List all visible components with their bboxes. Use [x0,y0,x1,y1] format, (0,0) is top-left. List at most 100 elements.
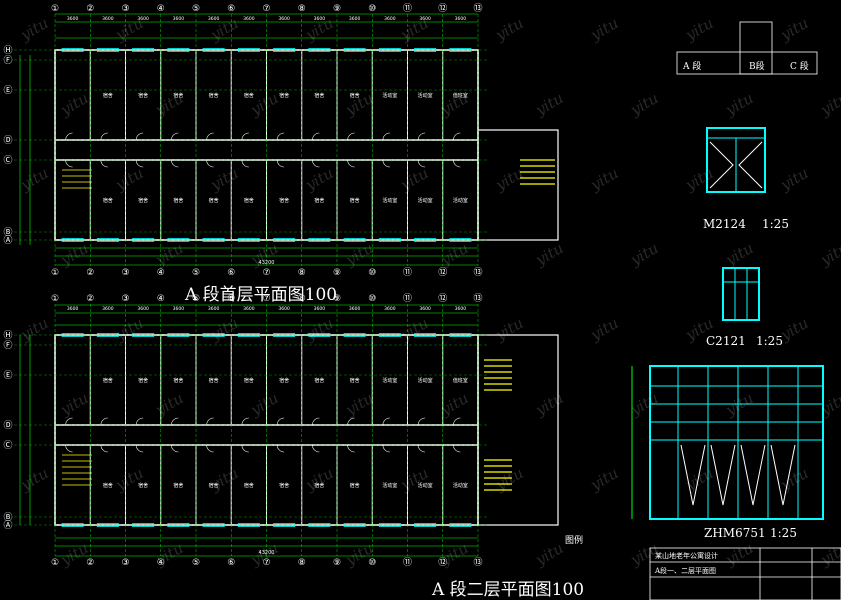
room-label: 活动室 [418,482,433,489]
grid-axis-number: ③ [121,4,129,14]
room-label: 宿舍 [244,482,254,489]
room-label: 活动室 [418,197,433,204]
room-label: 宿舍 [314,92,324,99]
bay-dimension: 3600 [419,16,431,22]
grid-axis-number: ⑬ [473,293,482,304]
door-swing [312,417,320,426]
grid-axis-number: ① [51,4,59,14]
grid-axis-number: ⑪ [403,557,412,568]
bay-dimension: 3600 [208,306,220,312]
grid-axis-number: ③ [121,268,129,278]
grid-axis-letter: Ⓑ [3,512,12,523]
door-swing [100,444,108,453]
grid-axis-letter: Ⓓ [3,135,12,146]
grid-axis-number: ⑨ [333,268,341,278]
room-label: 宿舍 [314,482,324,489]
grid-axis-number: ⑬ [473,267,482,278]
grid-axis-letter: Ⓒ [3,155,12,166]
door-swing [276,417,285,426]
grid-axis-number: ① [51,558,59,568]
key-plan [676,21,818,75]
grid-axis-number: ⑪ [403,3,412,14]
title-block-project: 某山地老年公寓设计 [655,552,718,560]
bay-dimension: 3600 [455,306,467,312]
door-swing [206,444,214,453]
bay-dimension: 3600 [278,16,290,22]
door-swing [135,444,144,453]
door-scale: 1:25 [762,217,789,231]
grid-axis-number: ⑩ [368,268,376,278]
bay-dimension: 3600 [243,306,255,312]
door-swing [347,444,355,453]
room-label: 宿舍 [350,377,360,384]
second-floor-plan [19,304,479,557]
room-label: 活动室 [382,377,397,384]
room-label: 宿舍 [279,197,289,204]
window-opening [61,333,84,337]
legend-title: 图例 [565,536,584,546]
grid-axis-letter: Ⓐ [3,235,12,246]
bay-dimension: 3600 [173,306,185,312]
room-label: 宿舍 [279,92,289,99]
grid-axis-letter: Ⓓ [3,420,12,431]
door-swing [312,132,320,141]
grid-axis-number: ④ [157,4,165,14]
grid-axis-number: ⑤ [192,294,200,304]
grid-axis-number: ⑫ [438,557,447,568]
door-swing [135,159,144,168]
bay-dimension: 3600 [349,306,361,312]
window-opening [167,523,190,527]
room-label: 宿舍 [350,482,360,489]
grid-axis-number: ⑫ [438,293,447,304]
second-floor-title: A 段二层平面图100 [432,580,585,600]
door-swing [100,159,108,168]
room-label: 活动室 [418,92,433,99]
door-swing [347,159,355,168]
grid-axis-letter: Ⓗ [3,45,12,56]
door-swing [171,417,179,426]
door-swing [206,159,214,168]
door-swing [206,132,214,141]
room-label: 宿舍 [244,377,254,384]
room-label: 宿舍 [103,482,113,489]
stair-wing-second [477,334,559,526]
grid-axis-number: ⑥ [227,294,235,304]
door-swing [417,444,426,453]
bay-dimension: 3600 [419,306,431,312]
window-opening [132,48,155,52]
room-label: 宿舍 [138,377,148,384]
grid-axis-number: ⑪ [403,293,412,304]
grid-axis-number: ⑤ [192,4,200,14]
key-plan-a-label: A 段 [683,62,702,72]
overall-dimension: 43200 [259,260,275,266]
grid-axis-number: ③ [121,294,129,304]
grid-axis-number: ⑦ [262,4,270,14]
room-label: 宿舍 [209,482,219,489]
door-swing [276,132,285,141]
room-label: 宿舍 [209,92,219,99]
window-opening [61,238,84,242]
door-swing [347,417,355,426]
room-label: 宿舍 [103,92,113,99]
grid-axis-number: ⑦ [262,268,270,278]
door-name: M2124 [703,217,746,231]
window-name: C2121 [706,334,746,348]
door-swing [241,417,249,426]
grid-axis-number: ① [51,294,59,304]
curtain-wall-detail [631,365,824,520]
window-opening [96,48,119,52]
grid-axis-number: ① [51,268,59,278]
grid-axis-number: ⑨ [333,4,341,14]
room-label: 宿舍 [314,377,324,384]
grid-axis-number: ⑤ [192,558,200,568]
grid-axis-number: ② [86,4,94,14]
door-swing [171,444,179,453]
grid-axis-letter: Ⓕ [3,55,12,66]
room-label: 宿舍 [138,482,148,489]
grid-axis-number: ⑫ [438,3,447,14]
window-opening [167,48,190,52]
door-swing [100,132,108,141]
grid-axis-number: ② [86,268,94,278]
grid-axis-number: ⑬ [473,557,482,568]
bay-dimension: 3600 [173,16,185,22]
